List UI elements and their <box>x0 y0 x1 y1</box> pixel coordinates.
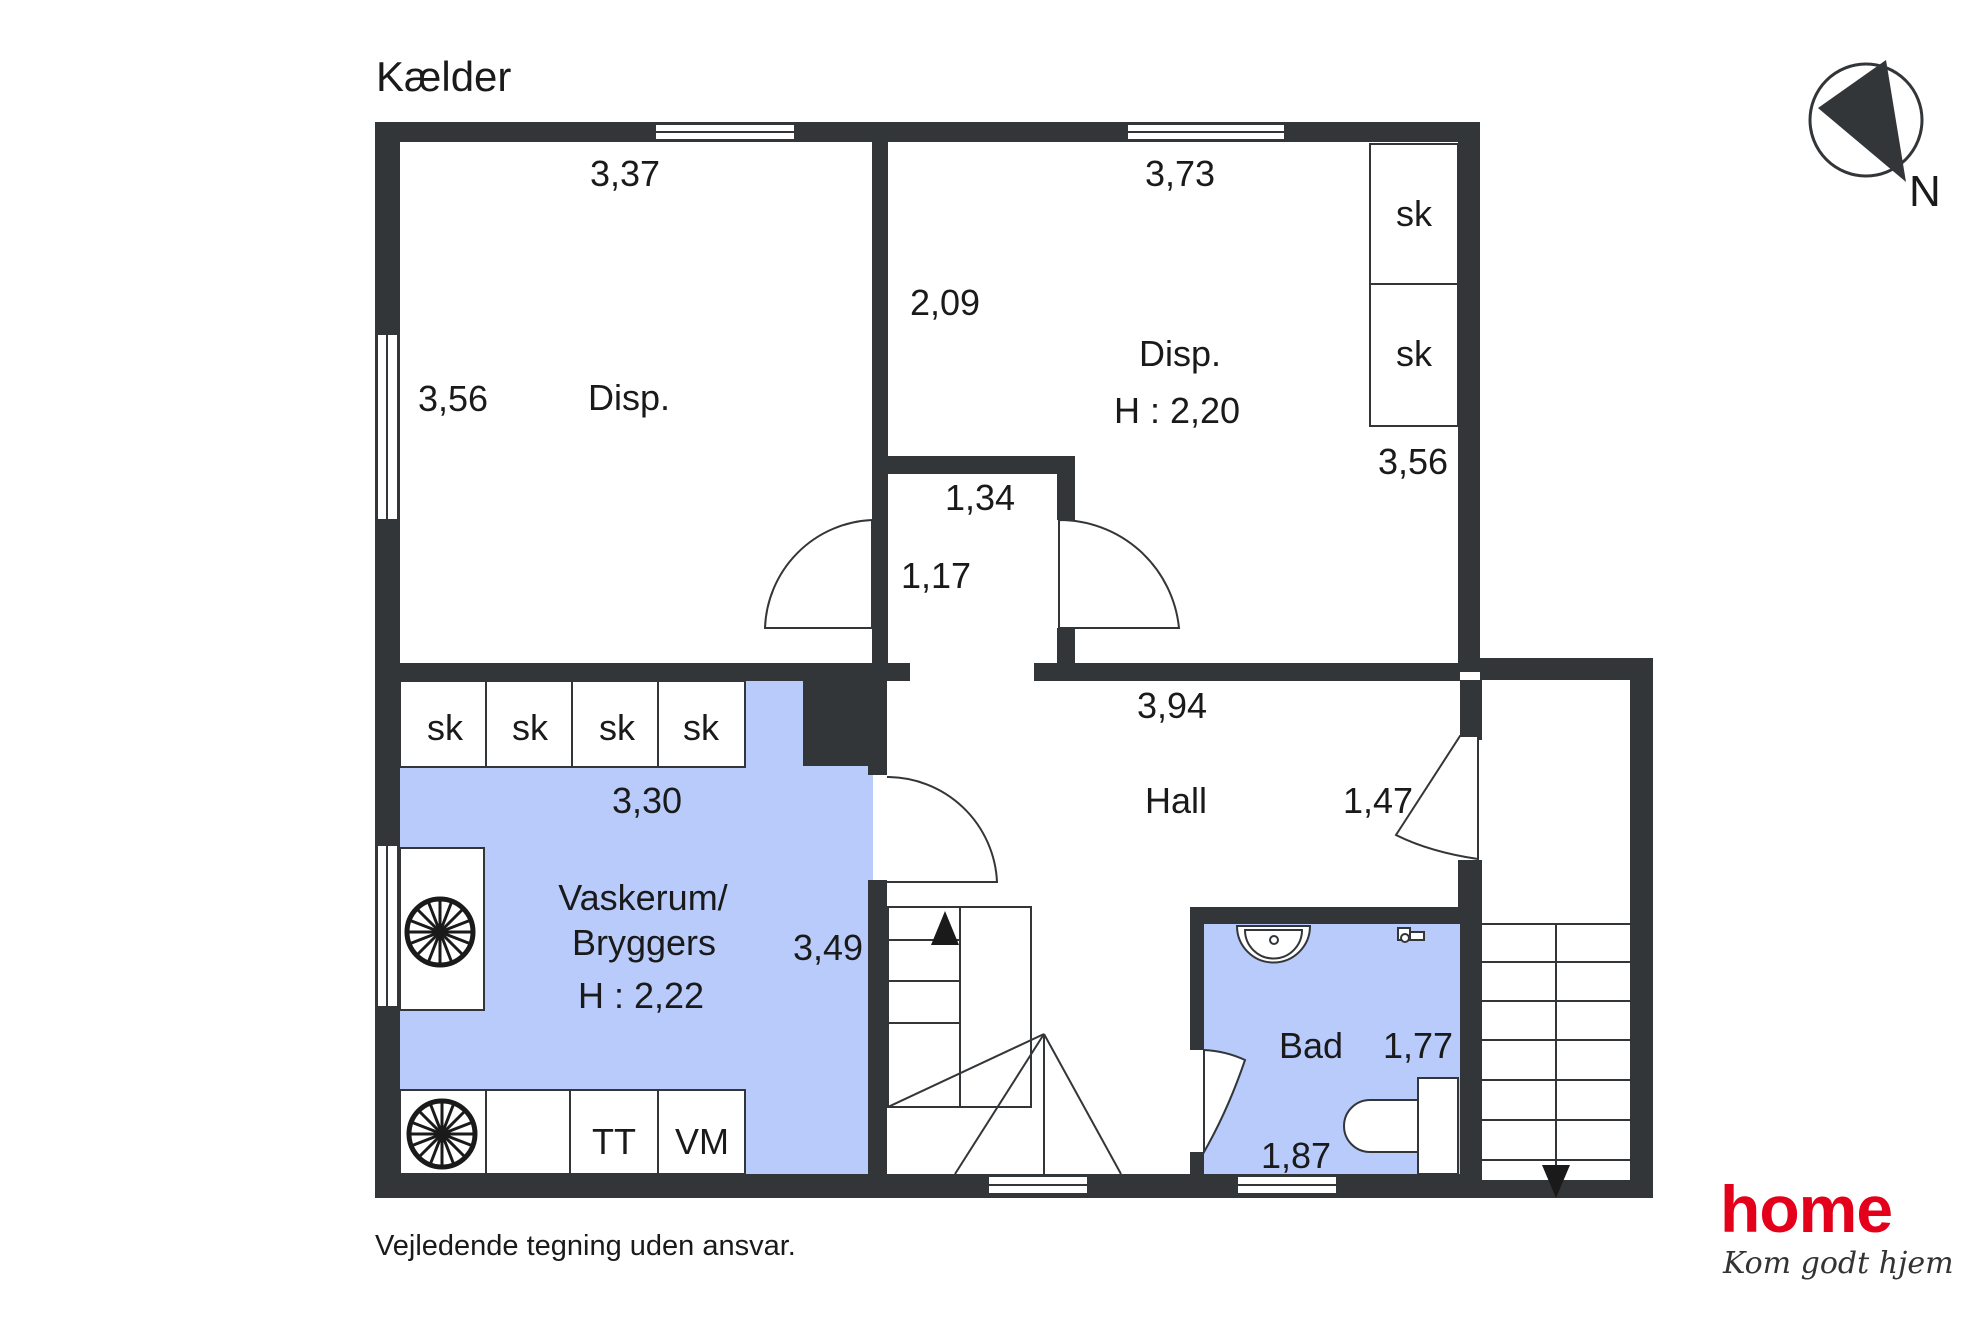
door-laundry-swing <box>886 775 999 883</box>
bath-name: Bad <box>1279 1025 1343 1066</box>
disclaimer: Vejledende tegning uden ansvar. <box>375 1230 796 1262</box>
closet-label: sk <box>512 707 549 748</box>
floor-title: Kælder <box>376 53 511 100</box>
laundry-height: H : 2,22 <box>578 975 704 1016</box>
disp-left-width: 3,37 <box>590 153 660 194</box>
disp-left-name: Disp. <box>588 377 670 418</box>
laundry-name-line2: Bryggers <box>572 922 716 963</box>
closet-label: sk <box>1396 333 1433 374</box>
faucet-icon <box>1397 927 1425 943</box>
hall-depth: 1,47 <box>1343 780 1413 821</box>
closet-label: sk <box>427 707 464 748</box>
hall-width: 3,94 <box>1137 685 1207 726</box>
sink-icon <box>1235 925 1312 964</box>
dryer-label: TT <box>592 1121 636 1162</box>
door-right-swing <box>1058 518 1181 629</box>
stairs-annex <box>1482 923 1630 1174</box>
hall-name: Hall <box>1145 780 1207 821</box>
passage-width: 1,34 <box>945 477 1015 518</box>
door-hall-closet-swing <box>1394 735 1479 861</box>
stairs-interior <box>887 906 1122 1175</box>
bath-depth: 1,87 <box>1261 1135 1331 1176</box>
passage-depth: 1,17 <box>901 555 971 596</box>
laundry-depth: 3,49 <box>793 927 863 968</box>
stair-down-arrow-icon <box>1542 1165 1570 1198</box>
disp-right-depth-a: 2,09 <box>910 282 980 323</box>
compass-icon <box>1808 60 1924 182</box>
closet-label: sk <box>599 707 636 748</box>
stair-up-arrow-icon <box>931 911 959 945</box>
disp-right-depth-b: 3,56 <box>1378 441 1448 482</box>
laundry-closets <box>399 680 746 768</box>
brand-slogan: Kom godt hjem <box>1722 1246 1954 1281</box>
closet-label: sk <box>683 707 720 748</box>
water-heater-icon <box>404 896 476 968</box>
disp-right-height: H : 2,20 <box>1114 390 1240 431</box>
toilet-icon <box>1343 1077 1459 1175</box>
windows <box>376 123 1338 1195</box>
disp-right-width: 3,73 <box>1145 153 1215 194</box>
brand-logo: home <box>1720 1172 1892 1246</box>
doors <box>763 518 1479 1156</box>
bath-width: 1,77 <box>1383 1025 1453 1066</box>
right-closets <box>1369 143 1459 427</box>
washer-label: VM <box>675 1121 729 1162</box>
laundry-name-line1: Vaskerum/ <box>558 877 727 918</box>
laundry-width: 3,30 <box>612 780 682 821</box>
door-bath-swing <box>1203 1048 1247 1156</box>
north-label: N <box>1909 167 1941 216</box>
closet-label: sk <box>1396 193 1433 234</box>
boiler-icon <box>406 1098 478 1170</box>
door-left-swing <box>763 518 873 629</box>
disp-right-name: Disp. <box>1139 333 1221 374</box>
disp-left-depth: 3,56 <box>418 378 488 419</box>
